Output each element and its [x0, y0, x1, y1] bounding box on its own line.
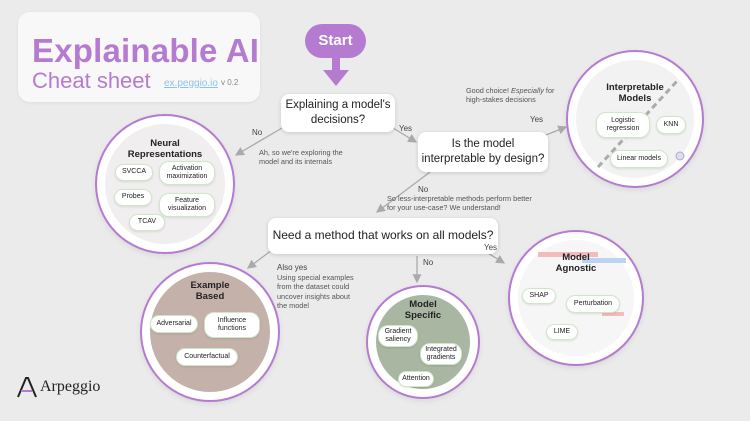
question-interpretable-by-design: Is the model interpretable by design? [418, 132, 548, 172]
method-pill: Counterfactual [176, 348, 238, 366]
method-pill: Linear models [610, 150, 668, 168]
arpeggio-logo: Arpeggio [16, 375, 136, 401]
circle-title-line: Agnostic [555, 263, 597, 275]
branch-label-yes: Yes [530, 115, 544, 124]
branch-label-no: No [252, 128, 263, 137]
note-interpretable: Good choice! Especially for high-stakes … [466, 86, 554, 105]
note-less-interpretable: So less-interpretable methods perform be… [387, 194, 532, 213]
connector-q2-yes [545, 125, 568, 136]
connector-q1-no [234, 127, 283, 156]
note-text: for [543, 86, 555, 95]
method-pill: SHAP [522, 288, 556, 304]
method-pill: Integrated gradients [420, 343, 462, 365]
circle-title-line: Specific [404, 310, 442, 322]
note-line: So less-interpretable methods perform be… [387, 194, 532, 203]
note-line: for your use-case? We understand! [387, 203, 501, 213]
start-node: Start [305, 24, 366, 58]
site-link[interactable]: ex.peggio.io [164, 78, 218, 89]
note-example: Using special examples from the dataset … [277, 273, 354, 311]
branch-label-no: No [423, 258, 434, 267]
version-label: v 0.2 [221, 78, 239, 87]
method-pill: TCAV [129, 214, 165, 231]
circle-title-line: Example [190, 280, 230, 291]
logo-text: Arpeggio [40, 378, 101, 395]
circle-neural-representations: Neural Representations SVCCA Activation … [95, 114, 235, 254]
circle-model-specific: Model Specific Gradient saliency Integra… [366, 285, 480, 399]
method-pill: Influence functions [204, 312, 260, 338]
circle-title: Model Specific [368, 299, 478, 322]
circle-title-line: Model [409, 299, 437, 310]
connector-q3-also-yes [246, 249, 273, 269]
branch-label-yes: Yes [399, 124, 413, 133]
method-pill: KNN [656, 116, 686, 134]
note-neural: Ah, so we're exploring the model and its… [259, 148, 343, 167]
question-line: Is the model [451, 138, 515, 151]
question-line: Need a method that works on all models? [272, 228, 494, 243]
branch-label-no: No [418, 185, 429, 194]
method-pill: Feature visualization [159, 193, 215, 217]
circle-title-line: Neural [150, 138, 180, 149]
method-pill: Perturbation [566, 295, 620, 313]
connector-q1-yes [392, 127, 418, 143]
decision-boundary-illustration [596, 78, 685, 169]
branch-label-yes: Yes [484, 243, 498, 252]
circle-title-line: Model [562, 252, 590, 263]
note-text: Good choice! [466, 86, 512, 95]
connector-q2-no [375, 171, 431, 213]
note-line: high-stakes decisions [466, 95, 536, 105]
note-line: Good choice! Especially for [466, 86, 554, 95]
circle-title-line: Representations [127, 149, 203, 161]
method-pill: Activation maximization [159, 161, 215, 185]
note-emphasis: Especially [511, 86, 544, 95]
circle-title: Model Agnostic [510, 252, 642, 275]
circle-title: Neural Representations [97, 138, 233, 161]
method-pill: SVCCA [115, 164, 153, 181]
method-pill: Logistic regression [596, 112, 650, 138]
circle-title-line: Models [618, 93, 652, 105]
circle-title-line: Based [195, 291, 225, 303]
page-title: Explainable AI [32, 32, 260, 69]
note-line: the model [277, 301, 310, 311]
question-line: decisions? [310, 114, 366, 126]
question-line: Explaining a model's [285, 99, 391, 112]
note-line: model and its internals [259, 157, 333, 167]
note-line: Using special examples [277, 273, 354, 282]
question-explaining-decisions: Explaining a model's decisions? [281, 94, 395, 132]
circle-title-line: Interpretable [606, 82, 664, 93]
arpeggio-logo-icon [17, 377, 37, 398]
page-subtitle: Cheat sheet [32, 68, 151, 93]
circle-model-agnostic: Model Agnostic SHAP Perturbation LIME [508, 230, 644, 366]
feature-importance-illustration [538, 252, 626, 316]
note-line: from the dataset could [277, 282, 350, 292]
circle-example-based: Example Based Adversarial Influence func… [140, 262, 280, 402]
method-pill: LIME [546, 324, 578, 340]
method-pill: Attention [398, 371, 434, 387]
circle-title: Example Based [142, 280, 278, 303]
method-pill: Gradient saliency [378, 325, 418, 347]
question-line: interpretable by design? [421, 153, 545, 165]
method-pill: Probes [114, 189, 152, 206]
start-arrow-shaft [332, 58, 340, 72]
circle-interpretable-models: Interpretable Models Logistic regression… [566, 50, 704, 188]
circle-title: Interpretable Models [568, 82, 702, 105]
start-arrow-head [323, 70, 349, 86]
note-line: uncover insights about [277, 291, 351, 301]
method-pill: Adversarial [150, 315, 198, 333]
branch-label-also-yes: Also yes [277, 263, 308, 272]
note-line: Ah, so we're exploring the [259, 148, 343, 157]
title-card: Explainable AI Cheat sheet ex.peggio.io … [18, 12, 260, 102]
question-method-all-models: Need a method that works on all models? [268, 218, 498, 254]
